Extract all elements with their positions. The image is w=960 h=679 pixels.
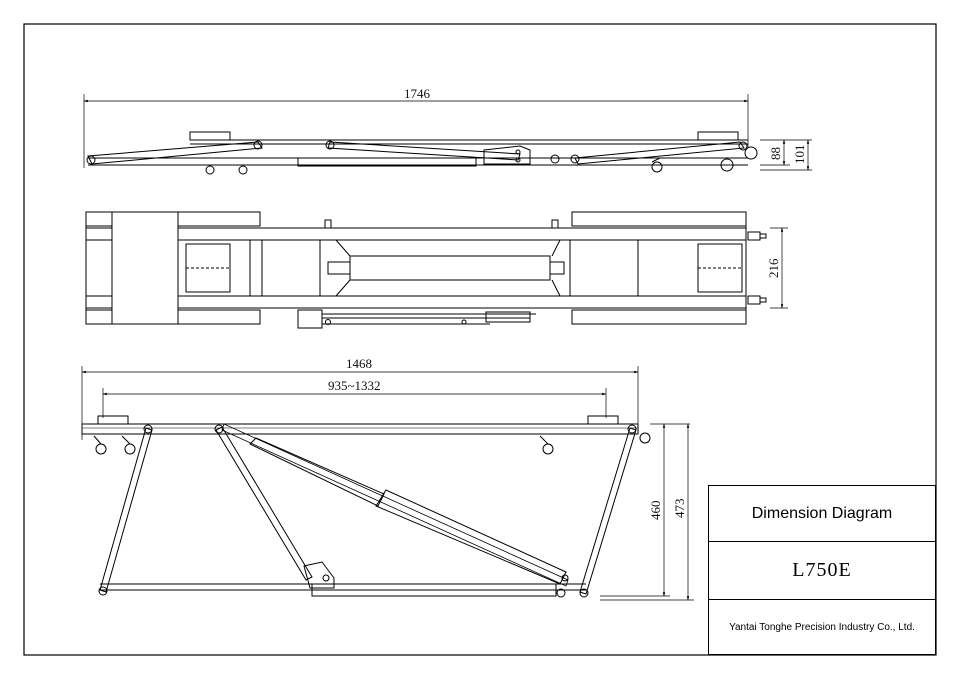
title-block: Dimension Diagram L750E Yantai Tonghe Pr… [708, 485, 936, 655]
side-view [83, 94, 812, 175]
dim-side-height-high: 101 [792, 145, 807, 165]
model-number: L750E [709, 542, 935, 600]
top-view [85, 211, 788, 329]
drawing-border [23, 23, 937, 656]
dim-front-height-low: 460 [648, 501, 663, 521]
front-view [81, 366, 694, 601]
dim-front-range: 935~1332 [328, 378, 381, 393]
dim-side-length: 1746 [404, 86, 431, 101]
dim-front-length: 1468 [346, 356, 372, 371]
company-name: Yantai Tonghe Precision Industry Co., Lt… [729, 621, 915, 633]
dim-side-height-low: 88 [768, 147, 783, 160]
dim-front-height-high: 473 [672, 499, 687, 519]
dim-top-width: 216 [766, 258, 781, 278]
drawing-title: Dimension Diagram [709, 486, 935, 542]
